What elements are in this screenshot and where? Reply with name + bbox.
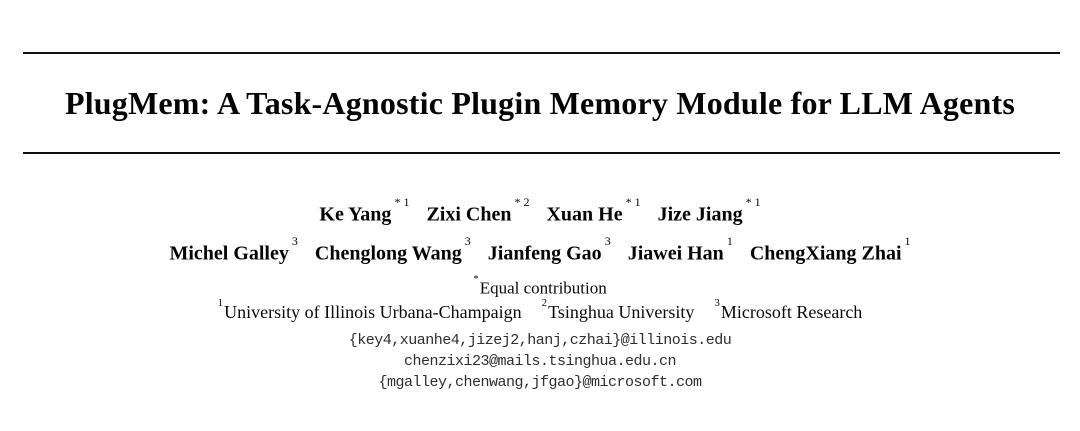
- author-affiliation-marker: 1: [904, 234, 911, 249]
- affiliation-name: University of Illinois Urbana-Champaign: [224, 302, 522, 322]
- author-affiliation-marker: * 1: [745, 195, 761, 210]
- email-block: {key4,xuanhe4,jizej2,hanj,czhai}@illinoi…: [0, 330, 1080, 393]
- equal-contribution-marker: *: [473, 272, 479, 285]
- author-row-1: Ke Yang* 1 Zixi Chen* 2 Xuan He* 1 Jize …: [0, 195, 1080, 228]
- email-line-tsinghua: chenzixi23@mails.tsinghua.edu.cn: [403, 353, 677, 370]
- author-affiliation-marker: * 1: [394, 195, 410, 210]
- author-affiliation-marker: 3: [291, 234, 298, 249]
- author-affiliation-marker: 1: [726, 234, 733, 249]
- affiliation-name: Tsinghua University: [548, 302, 695, 322]
- author-name: Michel Galley: [169, 242, 289, 265]
- author: Jize Jiang* 1: [657, 195, 761, 228]
- author: ChengXiang Zhai1: [749, 234, 911, 267]
- author-affiliation-marker: 3: [604, 234, 611, 249]
- author-name: ChengXiang Zhai: [749, 242, 902, 265]
- author-name: Jiawei Han: [627, 242, 724, 265]
- author-affiliation-marker: * 1: [625, 195, 641, 210]
- equal-contribution-note: *Equal contribution: [0, 273, 1080, 300]
- author: Michel Galley3: [169, 234, 298, 267]
- author-affiliation-marker: 3: [464, 234, 471, 249]
- author-block: Ke Yang* 1 Zixi Chen* 2 Xuan He* 1 Jize …: [0, 195, 1080, 267]
- equal-contribution-text: Equal contribution: [479, 278, 607, 298]
- email-line-illinois: {key4,xuanhe4,jizej2,hanj,czhai}@illinoi…: [348, 332, 732, 349]
- affiliation: 1University of Illinois Urbana-Champaign: [218, 296, 522, 324]
- affiliation: 2Tsinghua University: [542, 296, 695, 324]
- affiliation-marker: 2: [541, 296, 548, 309]
- author-affiliation-marker: * 2: [514, 195, 530, 210]
- affiliation-marker: 1: [217, 296, 224, 309]
- affiliation-name: Microsoft Research: [720, 302, 863, 322]
- author: Ke Yang* 1: [319, 195, 410, 228]
- title-bottom-rule: [23, 152, 1060, 154]
- affiliation-marker: 3: [714, 296, 720, 309]
- author-name: Chenglong Wang: [314, 242, 462, 265]
- author: Xuan He* 1: [546, 195, 641, 228]
- author-name: Jize Jiang: [657, 203, 743, 226]
- affiliations-line: 1University of Illinois Urbana-Champaign…: [0, 296, 1080, 324]
- author-name: Zixi Chen: [426, 203, 512, 226]
- email-line-microsoft: {mgalley,chenwang,jfgao}@microsoft.com: [378, 374, 702, 391]
- author: Chenglong Wang3: [314, 234, 471, 267]
- top-rule: [23, 52, 1060, 54]
- author-name: Ke Yang: [319, 203, 392, 226]
- author-name: Xuan He: [546, 203, 623, 226]
- author: Jiawei Han1: [627, 234, 733, 267]
- affiliation: 3Microsoft Research: [714, 296, 862, 324]
- author: Jianfeng Gao3: [487, 234, 611, 267]
- author: Zixi Chen* 2: [426, 195, 530, 228]
- paper-title: PlugMem: A Task-Agnostic Plugin Memory M…: [64, 85, 1016, 121]
- author-row-2: Michel Galley3 Chenglong Wang3 Jianfeng …: [0, 234, 1080, 267]
- author-name: Jianfeng Gao: [487, 242, 602, 265]
